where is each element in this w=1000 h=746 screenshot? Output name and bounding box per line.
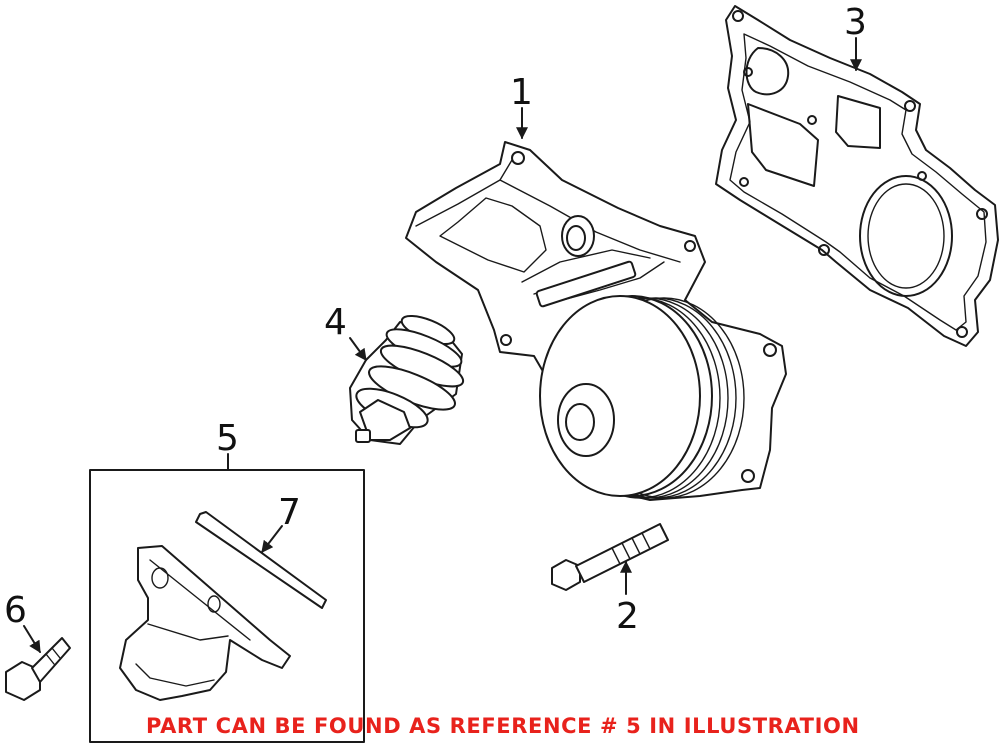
callout-7: 7 <box>278 492 301 533</box>
callout-3: 3 <box>844 2 867 43</box>
callout-4: 4 <box>324 302 347 343</box>
thermostat-part-4 <box>349 315 465 445</box>
leader-lines <box>23 37 862 654</box>
callout-6: 6 <box>4 590 27 631</box>
callout-1: 1 <box>510 72 533 113</box>
callout-2: 2 <box>616 596 639 637</box>
bolt-part-2 <box>551 523 669 591</box>
callout-5: 5 <box>216 418 239 459</box>
reference-note: PART CAN BE FOUND AS REFERENCE # 5 IN IL… <box>146 714 860 738</box>
assembly-box-part-5 <box>89 469 365 743</box>
gasket-part-3 <box>715 5 999 347</box>
bolt-part-6 <box>5 637 71 701</box>
water-pump-part-1 <box>405 141 787 501</box>
